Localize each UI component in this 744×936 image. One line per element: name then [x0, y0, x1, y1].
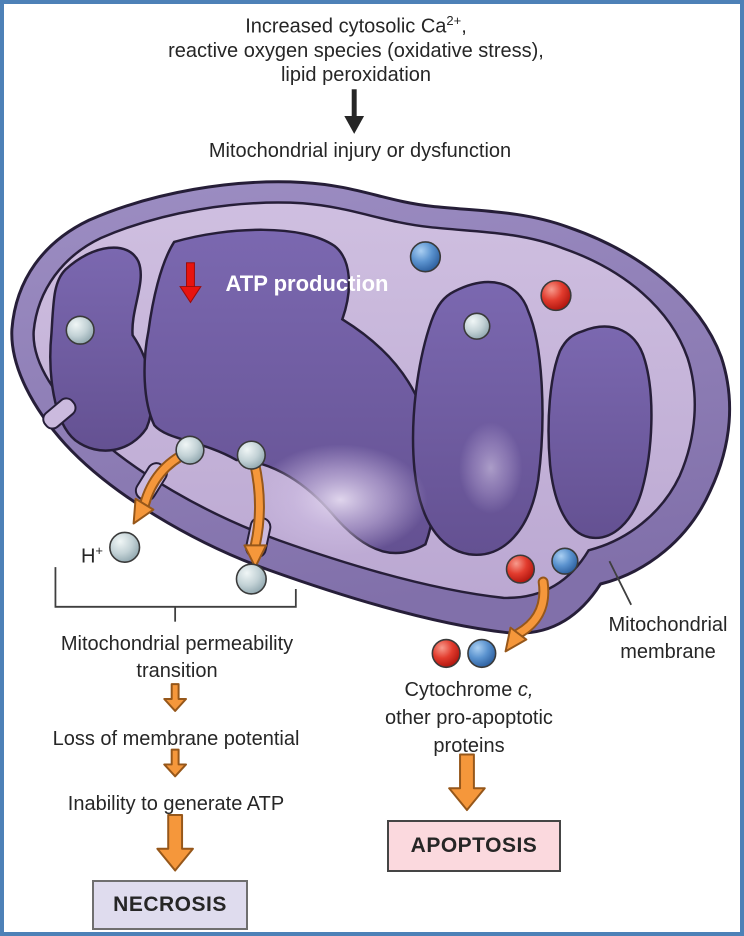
curved-orange-arrow-cytochrome: [504, 576, 550, 653]
proton-sphere-gray: [175, 435, 205, 465]
curved-orange-arrow-h2: [243, 456, 268, 569]
ion-sphere-blue: [409, 241, 442, 273]
matrix-highlight: [253, 444, 428, 556]
matrix-lobe-left: [49, 246, 154, 452]
black-down-arrow-icon: [344, 89, 365, 134]
apoptosis-box: APOPTOSIS: [387, 820, 561, 872]
ion-sphere-blue: [551, 547, 579, 575]
inability-atp-label: Inability to generate ATP: [67, 793, 285, 815]
cytochrome-line-1: Cytochrome c,: [404, 679, 534, 701]
stress-text-block: Increased cytosolic Ca2+, reactive oxyge…: [168, 9, 544, 87]
proton-sphere-gray: [109, 531, 141, 563]
orange-arrow-necrosis: [156, 814, 194, 872]
mitochondrion: [10, 180, 732, 635]
membrane-pointer-line: [608, 560, 632, 606]
cytochrome-sphere-red: [431, 638, 461, 669]
proton-sphere-gray: [235, 563, 267, 595]
ion-sphere-blue: [467, 638, 497, 669]
red-down-arrow-icon: [179, 262, 202, 304]
stress-line-2: reactive oxygen species (oxidative stres…: [168, 39, 544, 62]
h-plus-label: H+: [80, 543, 104, 568]
necrosis-box: NECROSIS: [92, 880, 248, 930]
proton-sphere-gray: [65, 315, 95, 345]
stress-line-3: lipid peroxidation: [280, 63, 432, 86]
matrix-lobe-right: [547, 325, 653, 540]
cytochrome-sphere-red: [540, 279, 572, 312]
proton-sphere-gray: [236, 440, 266, 470]
orange-arrow-icons: [156, 683, 486, 872]
atp-production-label: ATP production: [225, 271, 389, 296]
mitochondrion-diagram: [10, 89, 732, 872]
spheres: [65, 241, 579, 669]
orange-arrow-apoptosis: [448, 753, 486, 812]
orange-arrow-mpt: [163, 683, 188, 712]
cytochrome-label: Cytochrome c, other pro-apoptotic protei…: [385, 676, 553, 760]
membrane-label: Mitochondrial membrane: [608, 614, 728, 663]
orange-arrow-loss: [163, 748, 188, 778]
stress-line-1: Increased cytosolic Ca2+,: [245, 13, 467, 38]
permeability-transition-label: Mitochondrial permeability transition: [60, 633, 294, 682]
loss-of-potential-label: Loss of membrane potential: [52, 728, 300, 750]
bracket-shape: [54, 567, 297, 622]
cytochrome-sphere-red: [505, 554, 536, 584]
injury-label: Mitochondrial injury or dysfunction: [208, 140, 512, 162]
proton-sphere-gray: [463, 312, 491, 340]
matrix-highlight-small: [459, 422, 523, 514]
